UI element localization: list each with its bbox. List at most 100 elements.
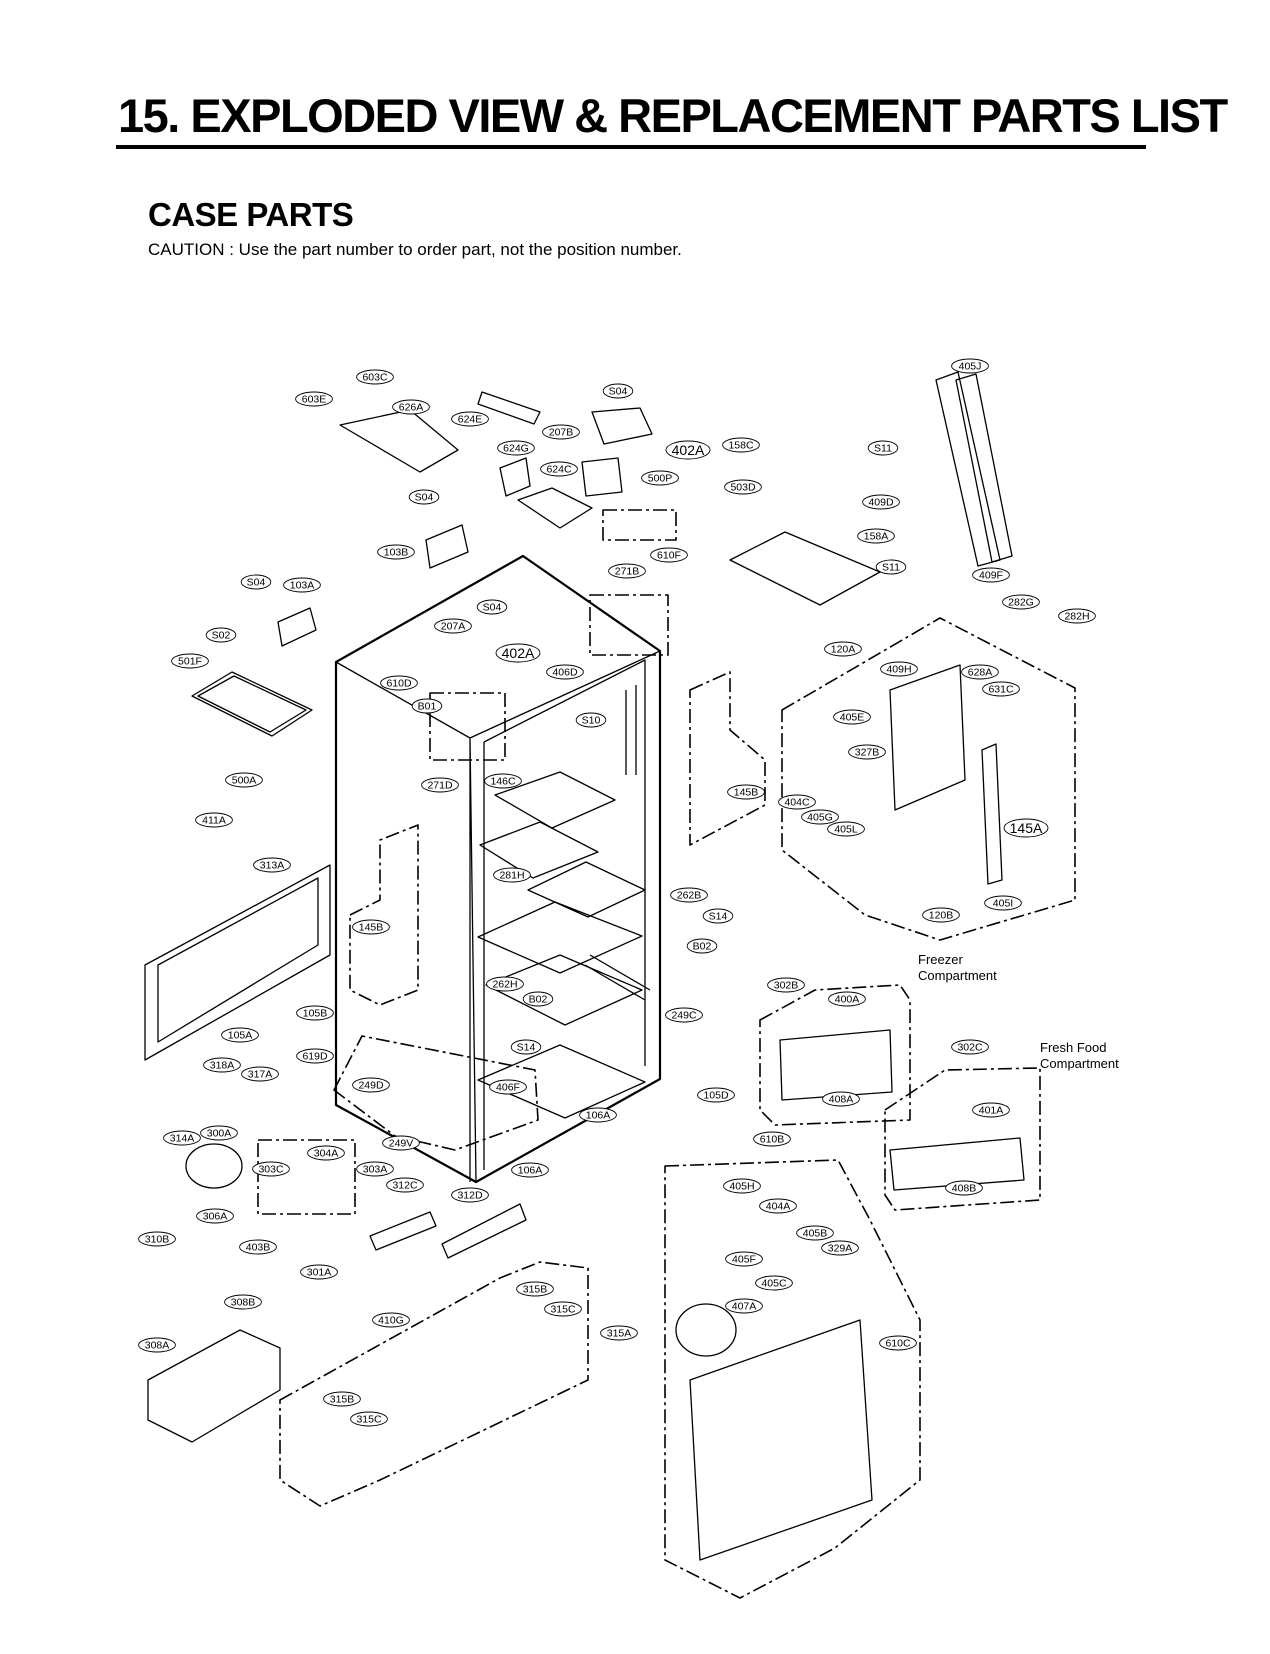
callout-label: 313A	[260, 860, 285, 872]
callout-label: 158C	[728, 440, 754, 452]
callout-bubble	[377, 544, 415, 560]
callout-bubble	[451, 1187, 489, 1203]
callout-label: 624G	[503, 443, 529, 455]
callout-405J: 405J	[951, 358, 989, 374]
callout-402A: 402A	[665, 440, 711, 460]
callout-407A: 407A	[725, 1298, 763, 1314]
callout-label: 327B	[855, 747, 880, 759]
callout-315C: 315C	[544, 1301, 582, 1317]
callout-bubble	[822, 1091, 860, 1107]
callout-bubble	[307, 1145, 345, 1161]
callout-bubble	[755, 1275, 793, 1291]
callout-105D: 105D	[697, 1087, 735, 1103]
callout-label: 402A	[672, 442, 705, 458]
callout-312C: 312C	[386, 1177, 424, 1193]
callout-105A: 105A	[221, 1027, 259, 1043]
region-label-fresh-food: Compartment	[1040, 1056, 1119, 1071]
callout-layer: 603C603E626A624ES04207B402A624G624C500P1…	[138, 358, 1096, 1427]
callout-label: 158A	[864, 531, 889, 543]
callout-317A: 317A	[241, 1066, 279, 1082]
callout-402A: 402A	[495, 643, 541, 663]
callout-bubble	[686, 938, 718, 954]
callout-label: 308B	[231, 1297, 256, 1309]
callout-label: S10	[582, 715, 601, 727]
callout-400A: 400A	[828, 991, 866, 1007]
callout-bubble	[600, 1325, 638, 1341]
callout-bubble	[665, 1007, 703, 1023]
callout-271D: 271D	[421, 777, 459, 793]
callout-bubble	[972, 1102, 1010, 1118]
callout-262B: 262B	[670, 887, 708, 903]
callout-label: 405I	[993, 898, 1013, 910]
callout-label: 315B	[523, 1284, 548, 1296]
callout-bubble	[511, 1162, 549, 1178]
callout-401A: 401A	[972, 1102, 1010, 1118]
callout-315A: 315A	[600, 1325, 638, 1341]
callout-bubble	[828, 991, 866, 1007]
callout-bubble	[356, 369, 394, 385]
callout-bubble	[608, 563, 646, 579]
callout-409D: 409D	[862, 494, 900, 510]
callout-label: 145B	[734, 787, 759, 799]
callout-303C: 303C	[252, 1161, 290, 1177]
callout-bubble	[670, 887, 708, 903]
callout-bubble	[875, 559, 907, 575]
callout-bubble	[540, 461, 578, 477]
callout-bubble	[867, 440, 899, 456]
callout-bubble	[801, 809, 839, 825]
callout-label: 103A	[290, 580, 315, 592]
callout-bubble	[296, 1005, 334, 1021]
callout-bubble	[163, 1130, 201, 1146]
callout-bubble	[725, 1298, 763, 1314]
part-624C	[517, 487, 593, 529]
callout-S04: S04	[240, 574, 272, 590]
callout-bubble	[138, 1337, 176, 1353]
callout-306A: 306A	[196, 1208, 234, 1224]
callout-631C: 631C	[982, 681, 1020, 697]
callout-label: 302C	[957, 1042, 983, 1054]
part-158A	[729, 531, 881, 606]
callout-bubble	[880, 661, 918, 677]
callout-207B: 207B	[542, 424, 580, 440]
callout-bubble	[352, 1077, 390, 1093]
callout-406D: 406D	[546, 664, 584, 680]
callout-label: 207A	[441, 621, 466, 633]
callout-label: 500P	[648, 473, 673, 485]
diagram-artwork	[144, 371, 1076, 1599]
callout-120A: 120A	[824, 641, 862, 657]
callout-308B: 308B	[224, 1294, 262, 1310]
callout-label: B02	[693, 941, 712, 953]
group-302C	[884, 1067, 1041, 1211]
callout-bubble	[833, 709, 871, 725]
callout-410G: 410G	[372, 1312, 410, 1328]
callout-label: 304A	[314, 1148, 339, 1160]
callout-label: S11	[874, 443, 892, 455]
callout-404C: 404C	[778, 794, 816, 810]
callout-label: S14	[709, 911, 728, 923]
callout-105B: 105B	[296, 1005, 334, 1021]
callout-bubble	[722, 437, 760, 453]
callout-label: S11	[882, 562, 900, 574]
callout-bubble	[665, 440, 711, 460]
callout-315B: 315B	[516, 1281, 554, 1297]
callout-bubble	[253, 857, 291, 873]
callout-S04: S04	[408, 489, 440, 505]
callout-282G: 282G	[1002, 594, 1040, 610]
callout-bubble	[641, 470, 679, 486]
group-271D	[429, 692, 506, 761]
callout-label: 503D	[730, 482, 756, 494]
callout-500A: 500A	[225, 772, 263, 788]
callout-label: 120B	[929, 910, 954, 922]
callout-626A: 626A	[392, 399, 430, 415]
callout-label: 409H	[886, 664, 911, 676]
part-624E	[477, 391, 541, 425]
callout-bubble	[725, 1251, 763, 1267]
callout-624E: 624E	[451, 411, 489, 427]
callout-bubble	[827, 821, 865, 837]
callout-bubble	[984, 895, 1022, 911]
callout-262H: 262H	[486, 976, 524, 992]
callout-405I: 405I	[984, 895, 1022, 911]
callout-label: 315C	[356, 1414, 382, 1426]
callout-303A: 303A	[356, 1161, 394, 1177]
